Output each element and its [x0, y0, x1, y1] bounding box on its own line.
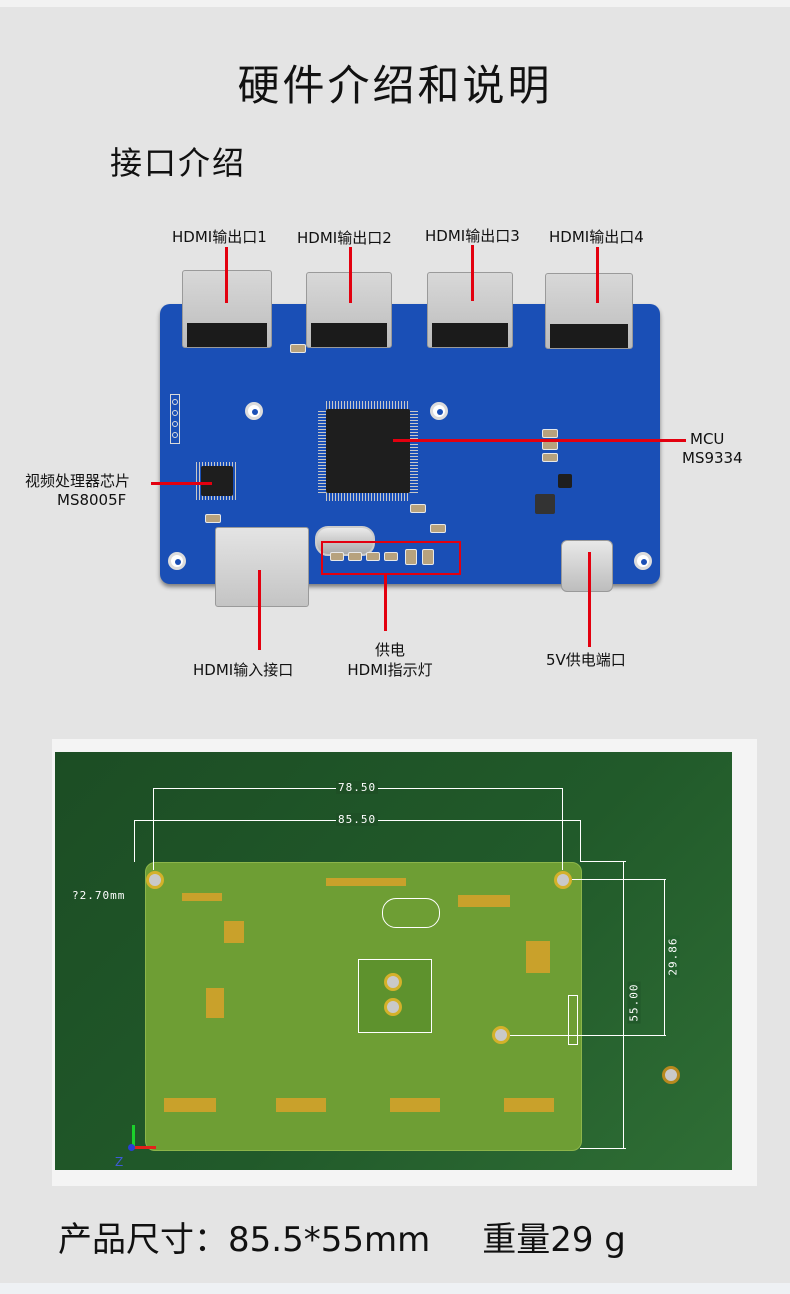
callout-line: [151, 482, 212, 485]
mounting-hole: [634, 552, 652, 570]
inductor: [535, 494, 555, 514]
page-title: 硬件介绍和说明: [237, 61, 553, 110]
dimension-hole-diameter: ?2.70mm: [72, 889, 126, 902]
indicator-led: [422, 549, 434, 565]
hdmi-pads: [504, 1098, 554, 1112]
crystal-footprint: [382, 898, 440, 928]
callout-hdmi-out-1: HDMI输出口1: [172, 228, 267, 246]
mounting-hole: [492, 1026, 510, 1044]
fiducial-pad: [662, 1066, 680, 1084]
hdmi-pads: [164, 1098, 216, 1112]
smd-component: [290, 344, 306, 353]
pin-header: [170, 394, 180, 444]
smd-component: [542, 441, 558, 450]
video-processor-chip: [201, 466, 233, 496]
smd-component: [205, 514, 221, 523]
callout-line: [588, 552, 591, 647]
product-weight: 重量29 g: [482, 1220, 626, 1260]
smd-component: [542, 429, 558, 438]
via: [384, 973, 402, 991]
mounting-hole: [168, 552, 186, 570]
hdmi-output-port-3: [427, 272, 513, 348]
callout-line: [349, 247, 352, 303]
y-axis-arrow: [132, 1125, 135, 1147]
callout-hdmi-out-2: HDMI输出口2: [297, 229, 392, 247]
pad: [326, 878, 406, 886]
hdmi-pads: [458, 895, 510, 907]
callout-indicator-hdmi: HDMI指示灯: [347, 661, 433, 679]
pcb-layout: [145, 862, 582, 1151]
z-axis-label: Z: [115, 1155, 124, 1169]
dimension-board-height: 55.00: [627, 981, 641, 1024]
hdmi-output-port-4: [545, 273, 633, 349]
extension-line: [580, 1148, 626, 1149]
indicator-highlight-box: [321, 541, 461, 575]
indicator-led: [366, 552, 380, 561]
mounting-hole: [554, 871, 572, 889]
dimension-line-hole-offset: [664, 879, 665, 1035]
indicator-led: [330, 552, 344, 561]
smd-component: [410, 504, 426, 513]
mcu-chip: [326, 409, 410, 493]
extension-line: [153, 788, 154, 870]
extension-line: [580, 820, 581, 862]
section-title: 接口介绍: [110, 144, 247, 182]
extension-line: [134, 820, 135, 862]
product-size: 产品尺寸：85.5*55mm: [58, 1220, 431, 1260]
dimension-hole-span: 78.50: [336, 781, 379, 794]
mounting-hole: [430, 402, 448, 420]
dimension-line-board-height: [623, 861, 624, 1148]
regulator-chip: [558, 474, 572, 488]
mounting-hole: [245, 402, 263, 420]
callout-line: [225, 247, 228, 303]
pad: [182, 893, 222, 901]
callout-mcu-model: MS9334: [682, 449, 743, 467]
indicator-led: [405, 549, 417, 565]
smd-component: [430, 524, 446, 533]
mounting-hole: [146, 871, 164, 889]
z-axis-dot: [128, 1144, 135, 1151]
smd-component: [542, 453, 558, 462]
top-strip: [0, 0, 790, 7]
extension-line: [580, 861, 626, 862]
callout-hdmi-in: HDMI输入接口: [193, 661, 294, 679]
callout-line: [258, 570, 261, 650]
usb-c-power-port: [561, 540, 613, 592]
indicator-led: [384, 552, 398, 561]
callout-video-chip-model: MS8005F: [57, 491, 127, 509]
callout-hdmi-out-3: HDMI输出口3: [425, 227, 520, 245]
extension-line: [572, 879, 666, 880]
hdmi-pads: [276, 1098, 326, 1112]
hdmi-input-port: [215, 527, 309, 607]
product-specs: 产品尺寸：85.5*55mm 重量29 g: [58, 1212, 626, 1261]
extension-line: [510, 1035, 666, 1036]
footer-strip: [0, 1283, 790, 1294]
pin-header-footprint: [568, 995, 578, 1045]
callout-line: [384, 575, 387, 631]
callout-line: [393, 439, 686, 442]
via: [384, 998, 402, 1016]
dimension-board-width: 85.50: [336, 813, 379, 826]
callout-line: [596, 247, 599, 303]
callout-video-chip: 视频处理器芯片: [25, 472, 131, 490]
x-axis-arrow: [134, 1146, 156, 1149]
mcu-footprint: [358, 959, 432, 1033]
pad: [526, 941, 550, 973]
callout-power-port: 5V供电端口: [546, 651, 626, 669]
pad: [224, 921, 244, 943]
callout-line: [471, 245, 474, 301]
indicator-led: [348, 552, 362, 561]
dimension-hole-offset: 29.86: [666, 935, 680, 978]
extension-line: [562, 788, 563, 870]
hdmi-pads: [390, 1098, 440, 1112]
callout-indicator: 供电: [374, 641, 405, 659]
callout-hdmi-out-4: HDMI输出口4: [549, 228, 644, 246]
pad: [206, 988, 224, 1018]
callout-mcu: MCU: [690, 430, 725, 448]
